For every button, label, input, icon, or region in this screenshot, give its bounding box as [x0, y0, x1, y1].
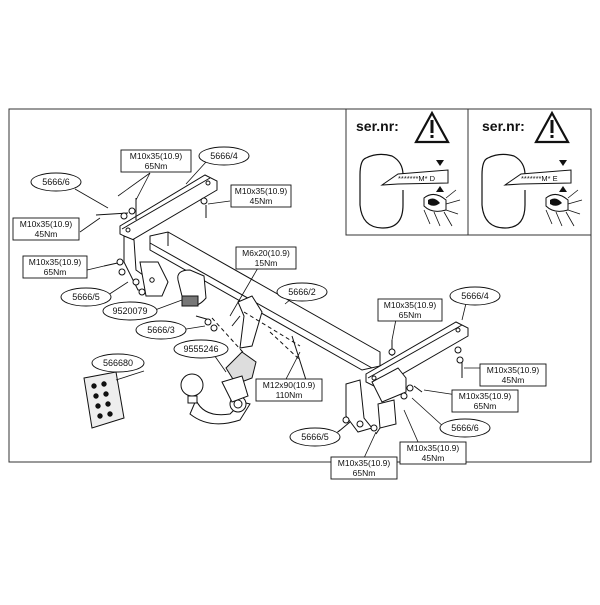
torque-label: M12x90(10.9) 110Nm [255, 378, 323, 402]
svg-text:110Nm: 110Nm [276, 390, 303, 400]
torque-label: M10x35(10.9) 45Nm [479, 363, 547, 387]
warning-triangle-icon [414, 110, 450, 144]
svg-text:M10x35(10.9): M10x35(10.9) [130, 151, 183, 161]
ser-nr-title: ser.nr: [356, 118, 399, 134]
svg-text:566680: 566680 [103, 358, 133, 368]
svg-text:9520079: 9520079 [112, 306, 147, 316]
svg-text:5666/5: 5666/5 [72, 292, 100, 302]
warning-panel-d: ser.nr: *******M* D [345, 108, 469, 236]
svg-text:45Nm: 45Nm [502, 375, 525, 385]
torque-label: M10x35(10.9) 65Nm [120, 149, 192, 173]
torque-label: M10x35(10.9) 45Nm [12, 217, 80, 241]
warning-panel-e: ser.nr: *******M* E [467, 108, 592, 236]
svg-text:5666/5: 5666/5 [301, 432, 329, 442]
torque-label: M10x35(10.9) 45Nm [399, 441, 467, 465]
svg-text:5666/6: 5666/6 [451, 423, 479, 433]
svg-text:15Nm: 15Nm [255, 258, 278, 268]
svg-text:5666/3: 5666/3 [147, 325, 175, 335]
svg-text:M6x20(10.9): M6x20(10.9) [242, 248, 290, 258]
svg-text:5666/4: 5666/4 [461, 291, 489, 301]
torque-label: M10x35(10.9) 45Nm [230, 184, 292, 208]
torque-label: M10x35(10.9) 65Nm [377, 298, 443, 322]
part-label: 9520079 [102, 301, 158, 321]
svg-text:65Nm: 65Nm [353, 468, 376, 478]
towbar-drawing [83, 174, 469, 435]
svg-text:9555246: 9555246 [183, 344, 218, 354]
torque-label: M10x35(10.9) 65Nm [451, 389, 519, 413]
svg-text:M10x35(10.9): M10x35(10.9) [384, 300, 437, 310]
svg-text:M10x35(10.9): M10x35(10.9) [29, 257, 82, 267]
arrow-up-icon [559, 186, 567, 192]
serial-code: *******M* E [521, 174, 558, 183]
arrow-down-icon [559, 160, 567, 166]
svg-text:5666/6: 5666/6 [42, 177, 70, 187]
tow-ball-neck [189, 398, 251, 425]
torque-label: M10x35(10.9) 65Nm [22, 255, 88, 279]
svg-text:45Nm: 45Nm [35, 229, 58, 239]
tow-ball [180, 373, 204, 397]
svg-text:5666/4: 5666/4 [210, 151, 238, 161]
svg-text:65Nm: 65Nm [399, 310, 422, 320]
part-label: 5666/4 [198, 146, 250, 166]
svg-text:M12x90(10.9): M12x90(10.9) [263, 380, 316, 390]
part-label: 5666/5 [289, 427, 341, 447]
nuts [116, 197, 464, 432]
svg-text:M10x35(10.9): M10x35(10.9) [338, 458, 391, 468]
svg-text:65Nm: 65Nm [474, 401, 497, 411]
svg-text:M10x35(10.9): M10x35(10.9) [487, 365, 540, 375]
part-label: 5666/6 [439, 418, 491, 438]
svg-text:65Nm: 65Nm [44, 267, 67, 277]
svg-text:M10x35(10.9): M10x35(10.9) [407, 443, 460, 453]
svg-text:M10x35(10.9): M10x35(10.9) [20, 219, 73, 229]
svg-text:65Nm: 65Nm [145, 161, 168, 171]
part-label: 566680 [91, 353, 145, 373]
part-label: 5666/6 [30, 172, 82, 192]
part-label: 5666/4 [449, 286, 501, 306]
part-label: 5666/3 [135, 320, 187, 340]
part-label: 5666/2 [276, 282, 328, 302]
left-upper-bracket [119, 174, 218, 241]
part-label: 9555246 [173, 339, 229, 359]
svg-text:45Nm: 45Nm [250, 196, 273, 206]
warning-triangle-icon [534, 110, 570, 144]
svg-text:M10x35(10.9): M10x35(10.9) [459, 391, 512, 401]
torque-label: M10x35(10.9) 65Nm [330, 456, 398, 480]
serial-code: *******M* D [398, 174, 436, 183]
torque-label: M6x20(10.9) 15Nm [235, 246, 297, 270]
ser-nr-title: ser.nr: [482, 118, 525, 134]
svg-text:5666/2: 5666/2 [288, 287, 316, 297]
part-label: 5666/5 [60, 287, 112, 307]
arrow-up-icon [436, 186, 444, 192]
svg-text:45Nm: 45Nm [422, 453, 445, 463]
arrow-down-icon [436, 160, 444, 166]
svg-text:M10x35(10.9): M10x35(10.9) [235, 186, 288, 196]
